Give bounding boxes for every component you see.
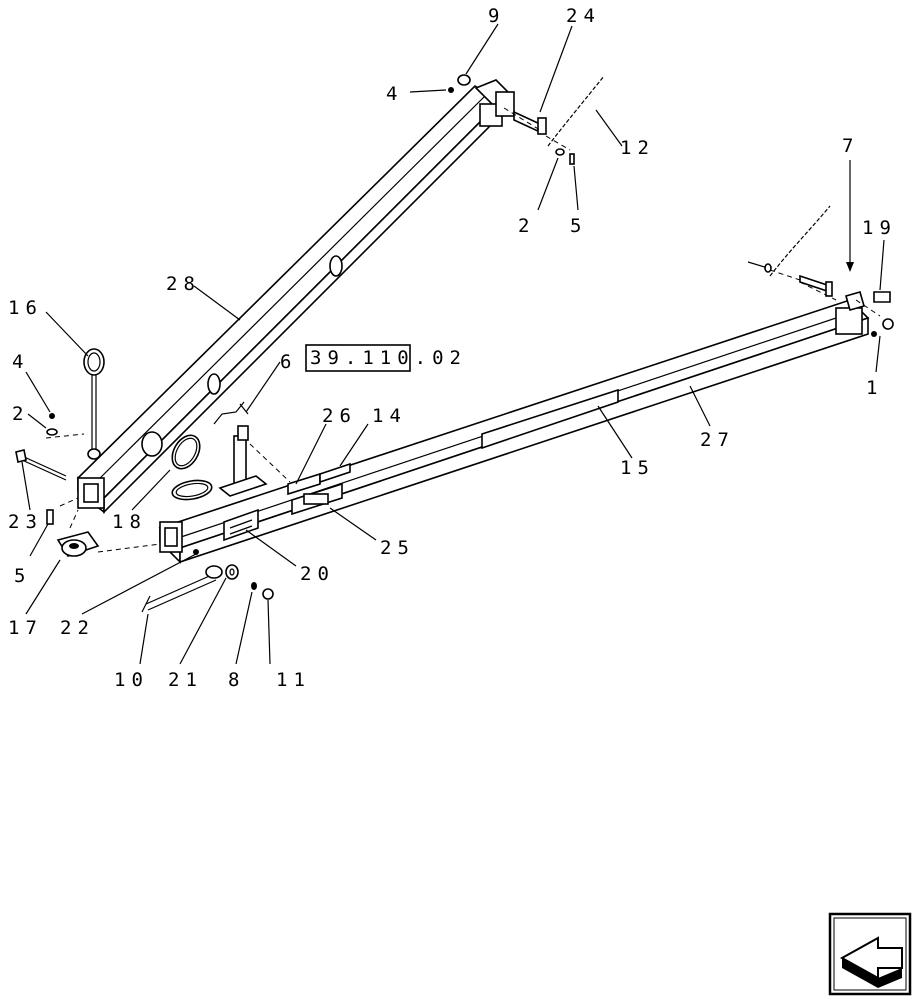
callout-14: 14 bbox=[372, 405, 407, 427]
callout-17: 17 bbox=[8, 617, 43, 639]
callout-11: 11 bbox=[276, 669, 311, 691]
callout-5-left: 5 bbox=[14, 565, 31, 587]
callout-9: 9 bbox=[488, 5, 505, 27]
cross-reference-text[interactable]: 39.110.02 bbox=[310, 347, 467, 369]
callout-22: 22 bbox=[60, 617, 95, 639]
callout-15: 15 bbox=[620, 457, 655, 479]
assembly-lines bbox=[45, 107, 881, 553]
callout-2-left: 2 bbox=[12, 403, 29, 425]
hitch-ring-16 bbox=[83, 348, 105, 460]
callout-2-top: 2 bbox=[518, 215, 535, 237]
leader-lines bbox=[21, 23, 885, 665]
callout-27: 27 bbox=[700, 429, 735, 451]
callout-labels: 9 4 24 12 2 5 7 19 1 28 16 4 2 23 5 17 2… bbox=[8, 5, 897, 691]
left-arm-28 bbox=[76, 79, 515, 514]
callout-25: 25 bbox=[380, 537, 415, 559]
hardware bbox=[15, 74, 894, 613]
o-rings-18 bbox=[171, 434, 213, 501]
callout-10: 10 bbox=[114, 669, 149, 691]
callout-7: 7 bbox=[842, 135, 859, 157]
callout-19: 19 bbox=[862, 217, 897, 239]
callout-4-left: 4 bbox=[12, 351, 29, 373]
callout-18: 18 bbox=[112, 511, 147, 533]
callout-23: 23 bbox=[8, 511, 43, 533]
callout-5-top: 5 bbox=[570, 215, 587, 237]
right-arm-27 bbox=[158, 291, 870, 564]
callout-26: 26 bbox=[322, 405, 357, 427]
callout-1: 1 bbox=[866, 377, 883, 399]
previous-page-arrow-icon[interactable] bbox=[828, 912, 912, 996]
callout-16: 16 bbox=[8, 297, 43, 319]
callout-6: 6 bbox=[280, 351, 297, 373]
hitch-eye-17 bbox=[56, 531, 100, 557]
jack-stand-6 bbox=[213, 401, 268, 497]
callout-12: 12 bbox=[620, 137, 655, 159]
callout-21: 21 bbox=[168, 669, 203, 691]
callout-28: 28 bbox=[166, 273, 201, 295]
callout-20: 20 bbox=[300, 563, 335, 585]
callout-8: 8 bbox=[228, 669, 245, 691]
callout-4-top: 4 bbox=[386, 83, 403, 105]
callout-24: 24 bbox=[566, 5, 601, 27]
cross-reference-box[interactable]: 39.110.02 bbox=[305, 344, 467, 372]
